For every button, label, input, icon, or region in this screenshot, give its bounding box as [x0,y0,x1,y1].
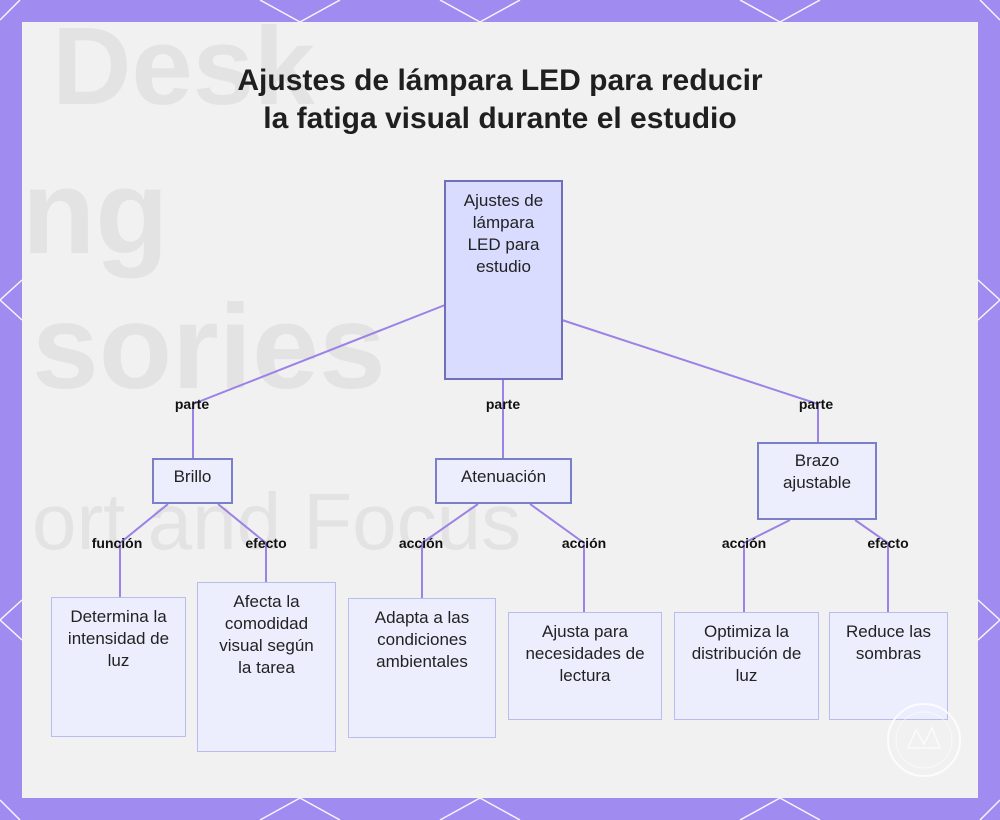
edge-label-accion-adapta: acción [399,535,443,551]
node-root-label: Ajustes de lámpara LED para estudio [456,190,551,278]
edge-label-funcion: función [92,535,143,551]
node-atenuacion-label: Atenuación [461,466,546,488]
node-brazo-ajustable[interactable]: Brazo ajustable [757,442,877,520]
edge-brazo-optimiza [744,520,790,612]
node-brillo-label: Brillo [174,466,212,488]
edge-aten-ajusta [530,504,584,612]
node-optimiza[interactable]: Optimiza la distribución de luz [674,612,819,720]
node-atenuacion[interactable]: Atenuación [435,458,572,504]
edge-label-parte-brazo: parte [799,396,833,412]
edge-label-efecto-brazo: efecto [867,535,908,551]
node-afecta[interactable]: Afecta la comodidad visual según la tare… [197,582,336,752]
node-ajusta-label: Ajusta para necesidades de lectura [519,621,651,687]
edge-label-parte-brillo: parte [175,396,209,412]
node-root[interactable]: Ajustes de lámpara LED para estudio [444,180,563,380]
edge-label-accion-ajusta: acción [562,535,606,551]
emblem-icon [884,700,964,780]
node-ajusta[interactable]: Ajusta para necesidades de lectura [508,612,662,720]
edge-root-brillo [193,305,445,458]
node-optimiza-label: Optimiza la distribución de luz [685,621,808,687]
node-adapta-label: Adapta a las condiciones ambientales [363,607,481,673]
node-adapta[interactable]: Adapta a las condiciones ambientales [348,598,496,738]
edge-label-parte-atenuacion: parte [486,396,520,412]
edge-brazo-reduce [855,520,888,612]
edge-root-brazo [562,320,818,442]
edge-aten-adapta [422,504,478,598]
node-brillo[interactable]: Brillo [152,458,233,504]
node-afecta-label: Afecta la comodidad visual según la tare… [212,591,321,679]
edge-label-efecto-brillo: efecto [245,535,286,551]
node-determina-label: Determina la intensidad de luz [66,606,171,672]
node-reduce-label: Reduce las sombras [844,621,933,665]
node-determina[interactable]: Determina la intensidad de luz [51,597,186,737]
edge-label-accion-optimiza: acción [722,535,766,551]
node-brazo-label: Brazo ajustable [773,450,861,494]
